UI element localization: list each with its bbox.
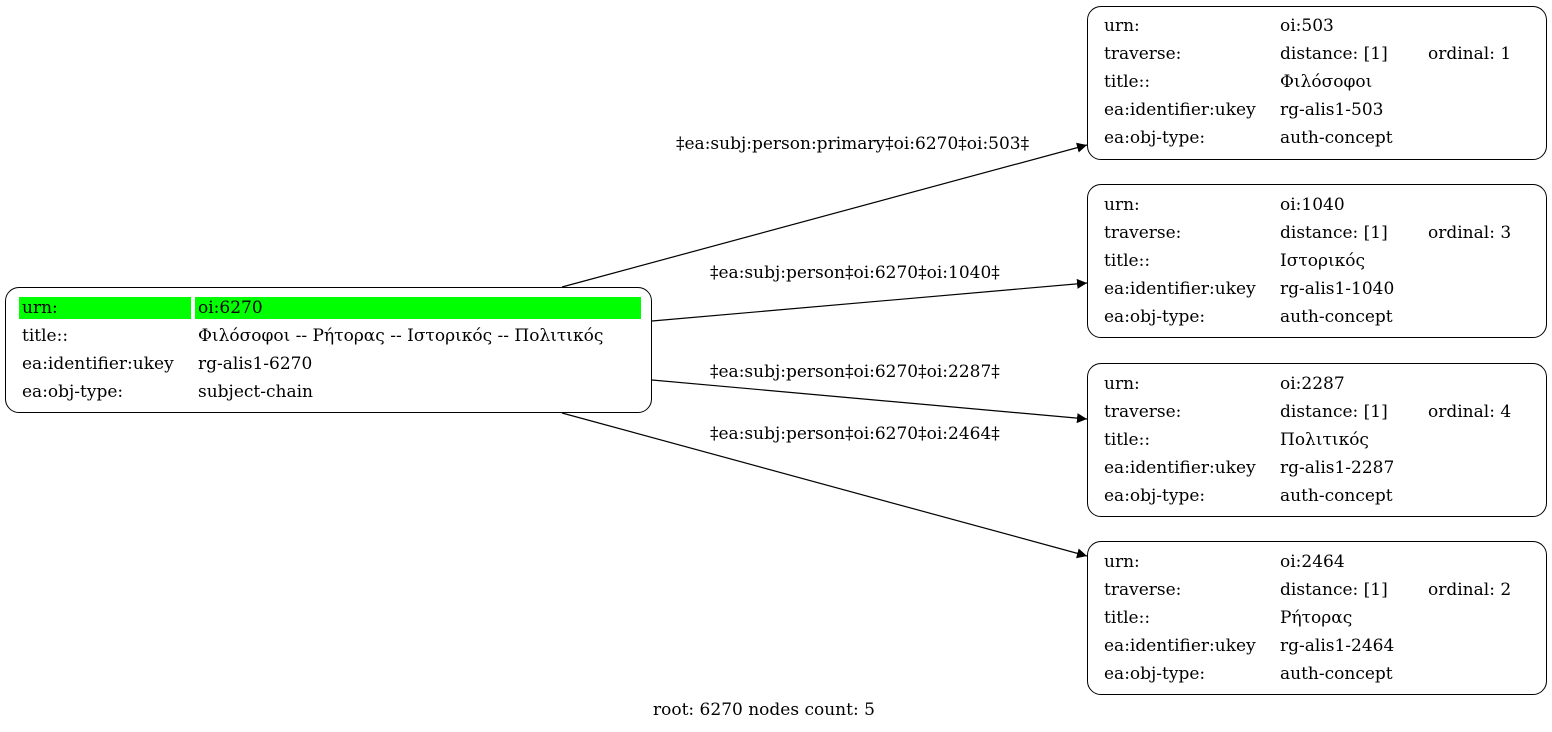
child-value: rg-alis1-1040: [1280, 279, 1395, 299]
root-row-urn: urn: oi:6270: [19, 297, 641, 319]
child-key: traverse:: [1104, 580, 1182, 600]
root-key: ea:obj-type:: [22, 382, 124, 402]
edge-label: ‡ea:subj:person‡oi:6270‡oi:2464‡: [710, 424, 1000, 444]
graph-footer: root: 6270 nodes count: 5: [653, 700, 875, 720]
root-key: ea:identifier:ukey: [22, 354, 174, 374]
child-key: ea:obj-type:: [1104, 664, 1206, 684]
child-row-objtype: ea:obj-type: auth-concept: [1101, 306, 1541, 328]
child-row-traverse: traverse: distance: [1] ordinal: 4: [1101, 401, 1541, 423]
child-key: ea:identifier:ukey: [1104, 636, 1256, 656]
child-row-ukey: ea:identifier:ukey rg-alis1-503: [1101, 99, 1541, 121]
child-value: oi:2287: [1280, 374, 1345, 394]
child-key: title::: [1104, 251, 1151, 271]
edge-arrow: [651, 379, 1088, 424]
edge-arrow: [561, 142, 1088, 288]
child-row-urn: urn: oi:1040: [1101, 194, 1541, 216]
child-row-urn: urn: oi:503: [1101, 15, 1541, 37]
child-row-urn: urn: oi:2287: [1101, 373, 1541, 395]
child-node[interactable]: urn: oi:2464 traverse: distance: [1] ord…: [1087, 541, 1547, 695]
child-row-traverse: traverse: distance: [1] ordinal: 3: [1101, 222, 1541, 244]
child-ordinal: ordinal: 4: [1428, 402, 1512, 422]
child-row-objtype: ea:obj-type: auth-concept: [1101, 663, 1541, 685]
child-row-title: title:: Ιστορικός: [1101, 250, 1541, 272]
child-row-urn: urn: oi:2464: [1101, 551, 1541, 573]
child-key: ea:identifier:ukey: [1104, 279, 1256, 299]
child-value: rg-alis1-2464: [1280, 636, 1395, 656]
child-key: traverse:: [1104, 44, 1182, 64]
child-ordinal: ordinal: 3: [1428, 223, 1512, 243]
child-row-ukey: ea:identifier:ukey rg-alis1-2464: [1101, 635, 1541, 657]
child-row-traverse: traverse: distance: [1] ordinal: 2: [1101, 579, 1541, 601]
child-key: ea:obj-type:: [1104, 486, 1206, 506]
root-value: rg-alis1-6270: [198, 354, 313, 374]
child-value: auth-concept: [1280, 128, 1393, 148]
edge-arrow: [651, 278, 1088, 322]
child-value: oi:1040: [1280, 195, 1345, 215]
child-key: urn:: [1104, 374, 1140, 394]
child-key: ea:identifier:ukey: [1104, 100, 1256, 120]
child-value: auth-concept: [1280, 664, 1393, 684]
child-ordinal: ordinal: 1: [1428, 44, 1512, 64]
child-node[interactable]: urn: oi:503 traverse: distance: [1] ordi…: [1087, 6, 1547, 160]
child-key: ea:obj-type:: [1104, 128, 1206, 148]
child-distance: distance: [1]: [1280, 580, 1388, 600]
root-row-objtype: ea:obj-type: subject-chain: [19, 381, 641, 403]
child-node[interactable]: urn: oi:2287 traverse: distance: [1] ord…: [1087, 363, 1547, 517]
child-row-traverse: traverse: distance: [1] ordinal: 1: [1101, 43, 1541, 65]
edge-label: ‡ea:subj:person‡oi:6270‡oi:2287‡: [710, 362, 1000, 382]
child-row-title: title:: Φιλόσοφοι: [1101, 71, 1541, 93]
child-key: urn:: [1104, 16, 1140, 36]
child-ordinal: ordinal: 2: [1428, 580, 1512, 600]
child-node[interactable]: urn: oi:1040 traverse: distance: [1] ord…: [1087, 184, 1547, 338]
root-value: Φιλόσοφοι -- Ρήτορας -- Ιστορικός -- Πολ…: [198, 326, 604, 346]
child-key: ea:obj-type:: [1104, 307, 1206, 327]
child-distance: distance: [1]: [1280, 223, 1388, 243]
root-row-title: title:: Φιλόσοφοι -- Ρήτορας -- Ιστορικό…: [19, 325, 641, 347]
child-key: title::: [1104, 72, 1151, 92]
child-distance: distance: [1]: [1280, 44, 1388, 64]
root-row-ukey: ea:identifier:ukey rg-alis1-6270: [19, 353, 641, 375]
child-value: rg-alis1-503: [1280, 100, 1384, 120]
child-key: traverse:: [1104, 223, 1182, 243]
child-key: traverse:: [1104, 402, 1182, 422]
child-value: Φιλόσοφοι: [1280, 72, 1373, 92]
child-value: oi:503: [1280, 16, 1334, 36]
child-key: title::: [1104, 430, 1151, 450]
child-value: rg-alis1-2287: [1280, 458, 1395, 478]
child-row-title: title:: Πολιτικός: [1101, 429, 1541, 451]
root-value: subject-chain: [198, 382, 313, 402]
child-value: Ιστορικός: [1280, 251, 1365, 271]
child-value: oi:2464: [1280, 552, 1345, 572]
child-distance: distance: [1]: [1280, 402, 1388, 422]
child-value: Πολιτικός: [1280, 430, 1369, 450]
child-value: Ρήτορας: [1280, 608, 1353, 628]
root-node[interactable]: urn: oi:6270 title:: Φιλόσοφοι -- Ρήτορα…: [5, 287, 652, 413]
child-row-ukey: ea:identifier:ukey rg-alis1-2287: [1101, 457, 1541, 479]
child-key: urn:: [1104, 195, 1140, 215]
edge-label: ‡ea:subj:person:primary‡oi:6270‡oi:503‡: [676, 134, 1030, 154]
root-key: title::: [22, 326, 69, 346]
child-key: title::: [1104, 608, 1151, 628]
edge-label: ‡ea:subj:person‡oi:6270‡oi:1040‡: [710, 263, 1000, 283]
child-key: urn:: [1104, 552, 1140, 572]
child-row-objtype: ea:obj-type: auth-concept: [1101, 485, 1541, 507]
child-row-title: title:: Ρήτορας: [1101, 607, 1541, 629]
child-value: auth-concept: [1280, 486, 1393, 506]
root-value: oi:6270: [195, 297, 641, 319]
child-row-objtype: ea:obj-type: auth-concept: [1101, 127, 1541, 149]
edge-arrow: [561, 412, 1088, 559]
child-row-ukey: ea:identifier:ukey rg-alis1-1040: [1101, 278, 1541, 300]
child-key: ea:identifier:ukey: [1104, 458, 1256, 478]
child-value: auth-concept: [1280, 307, 1393, 327]
root-key: urn:: [19, 297, 191, 319]
